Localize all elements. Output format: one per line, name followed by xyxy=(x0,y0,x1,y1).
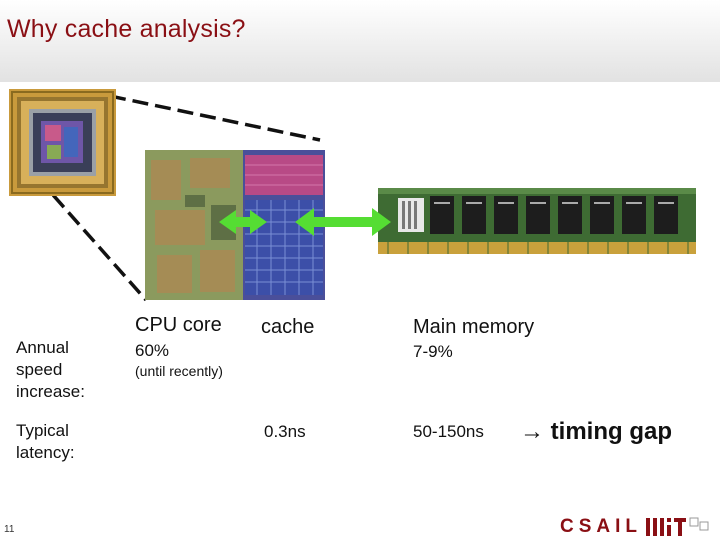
latency-label: Typical latency: xyxy=(16,421,75,462)
slide-title: Why cache analysis? xyxy=(7,15,246,43)
main-memory-heading: Main memory xyxy=(413,316,535,338)
title-bar xyxy=(0,0,720,82)
csail-logo-text: CSAIL xyxy=(560,516,642,537)
cache-latency-value: 0.3ns xyxy=(264,422,306,441)
memory-speed-value: 7-9% xyxy=(413,342,453,361)
timing-gap-callout: → timing gap xyxy=(520,418,672,446)
ram-module-image xyxy=(378,188,696,254)
mit-logo-icon xyxy=(646,517,709,536)
speed-increase-label: Annual speed increase: xyxy=(16,338,85,401)
right-arrow-icon: → xyxy=(520,418,544,445)
cpu-core-heading: CPU core xyxy=(135,314,222,336)
processor-chip-image xyxy=(9,89,116,196)
memory-latency-value: 50-150ns xyxy=(413,422,484,441)
slide-number: 11 xyxy=(4,524,15,535)
core-cache-arrow xyxy=(219,210,267,234)
cache-heading: cache xyxy=(261,316,315,338)
cpu-speed-note: (until recently) xyxy=(135,363,223,379)
cache-memory-arrow xyxy=(295,208,391,236)
timing-gap-text: timing gap xyxy=(550,418,672,445)
cpu-speed-value: 60% xyxy=(135,341,170,360)
